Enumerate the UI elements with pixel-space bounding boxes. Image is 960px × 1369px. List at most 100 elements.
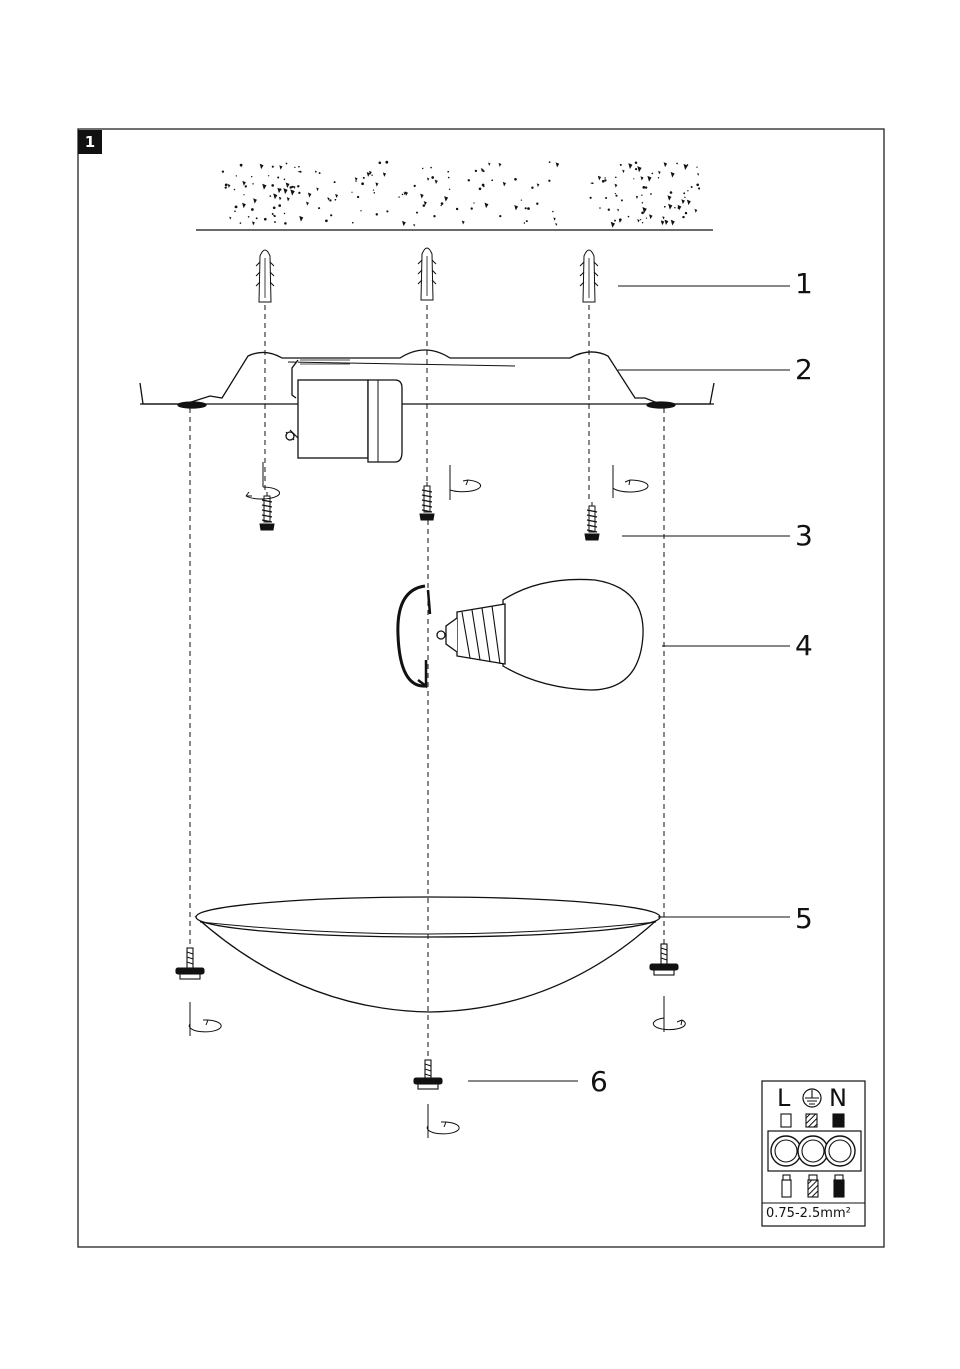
ceiling-speck xyxy=(669,191,673,194)
ceiling-speck xyxy=(330,214,333,217)
ceiling-speck xyxy=(299,215,304,222)
ceiling-speck xyxy=(555,162,560,168)
ceiling-speck xyxy=(674,206,676,209)
ceiling-speck xyxy=(555,222,558,226)
ceiling-speck xyxy=(434,179,438,184)
ceiling-speck xyxy=(618,218,622,222)
rotate-arrow-icon xyxy=(426,1104,460,1138)
ceiling-speck xyxy=(243,194,245,196)
ceiling-speck xyxy=(239,222,242,224)
ceiling-speck xyxy=(267,175,270,177)
ceiling-speck xyxy=(316,187,319,192)
ceiling-speck xyxy=(333,181,336,184)
lamp-socket xyxy=(285,359,403,463)
ceiling-speck xyxy=(633,178,635,180)
ceiling-speck xyxy=(375,213,379,216)
ceiling-speck xyxy=(274,195,276,197)
ceiling-speck xyxy=(433,215,436,218)
ceiling-speck xyxy=(599,207,601,209)
ceiling-speck xyxy=(259,163,264,170)
ceiling-speck xyxy=(641,201,644,204)
ceiling-speck xyxy=(372,189,375,191)
ceiling-speck xyxy=(488,162,491,166)
ceiling-speck xyxy=(274,221,276,223)
ceiling-speck xyxy=(421,167,424,170)
ceiling-speck xyxy=(422,204,426,207)
ceiling-speck xyxy=(351,191,353,193)
ceiling-speck xyxy=(694,208,698,213)
ceiling-speck xyxy=(271,184,275,187)
ceiling-speck xyxy=(663,162,668,168)
ceiling-speck xyxy=(455,207,459,211)
ceiling-speck xyxy=(690,186,693,188)
wall-plug-center xyxy=(417,247,437,301)
ceiling-speck xyxy=(697,173,700,176)
knurled-nut-right xyxy=(649,943,679,976)
ceiling-speck xyxy=(314,170,317,174)
rotate-arrow-icon xyxy=(245,462,281,500)
ceiling-speck xyxy=(635,195,639,199)
ceiling-speck xyxy=(386,210,389,213)
ceiling-speck xyxy=(327,197,330,201)
ceiling-speck xyxy=(687,190,689,192)
terminal-label-l: L xyxy=(777,1084,791,1112)
callout-4-bulb: 4 xyxy=(795,629,813,662)
ceiling-speck xyxy=(398,196,400,198)
callout-leaders xyxy=(468,285,790,1082)
ceiling-speck xyxy=(676,162,678,165)
alignment-guides xyxy=(189,305,665,1060)
ceiling-speck xyxy=(283,178,286,181)
ceiling-speck xyxy=(229,216,232,220)
ceiling-speck xyxy=(273,214,275,217)
terminal-label-n: N xyxy=(829,1084,847,1112)
ceiling-speck xyxy=(444,196,449,202)
ceiling-speck xyxy=(499,214,502,218)
ceiling-speck xyxy=(483,185,485,188)
ceiling-speck xyxy=(696,166,698,168)
ceiling-speck xyxy=(647,175,652,182)
ceiling-speck xyxy=(423,201,427,206)
ceiling-speck xyxy=(637,219,640,223)
ceiling-speck xyxy=(242,180,246,186)
ceiling-speck xyxy=(637,166,642,173)
diagram-frame xyxy=(77,128,885,1248)
terminal-block-diagram xyxy=(761,1080,866,1227)
ceiling-speck xyxy=(617,208,620,212)
ceiling-speck xyxy=(696,183,700,187)
ceiling-speck xyxy=(252,221,255,226)
ceiling-speck xyxy=(478,187,482,191)
ceiling-speck xyxy=(401,193,404,196)
screw-center xyxy=(419,482,435,521)
ceiling-speck xyxy=(670,219,675,226)
ceiling-speck xyxy=(591,182,594,185)
ceiling-speck xyxy=(525,220,528,223)
ceiling-speck xyxy=(641,222,644,224)
ceiling-speck xyxy=(224,183,228,187)
ceiling-speck xyxy=(686,164,689,166)
ceiling-speck xyxy=(531,186,534,189)
ceiling-speck xyxy=(371,174,373,176)
ceiling-speck xyxy=(325,219,328,223)
ceiling-speck xyxy=(683,163,688,171)
ceiling-speck xyxy=(604,177,606,179)
ceiling-speck xyxy=(498,162,502,167)
ceiling-speck xyxy=(277,176,280,179)
ceiling-speck xyxy=(491,179,494,182)
ceiling-speck xyxy=(664,219,669,226)
ceiling-speck xyxy=(607,208,610,211)
ceiling-speck xyxy=(272,206,276,210)
ceiling-speck xyxy=(681,199,685,205)
ceiling-speck xyxy=(378,161,382,165)
ceiling-speck xyxy=(649,214,653,220)
ceiling-speck xyxy=(527,207,530,210)
ceiling-speck xyxy=(523,222,526,224)
ceiling-speck xyxy=(482,170,485,173)
ceiling-speck xyxy=(244,185,247,188)
ceiling-speck xyxy=(329,199,332,202)
ceiling-speck xyxy=(285,162,288,165)
ceiling-speck xyxy=(605,196,608,200)
ceiling-speck xyxy=(440,204,442,207)
ceiling-speck xyxy=(279,188,282,191)
ceiling-speck xyxy=(255,217,258,220)
